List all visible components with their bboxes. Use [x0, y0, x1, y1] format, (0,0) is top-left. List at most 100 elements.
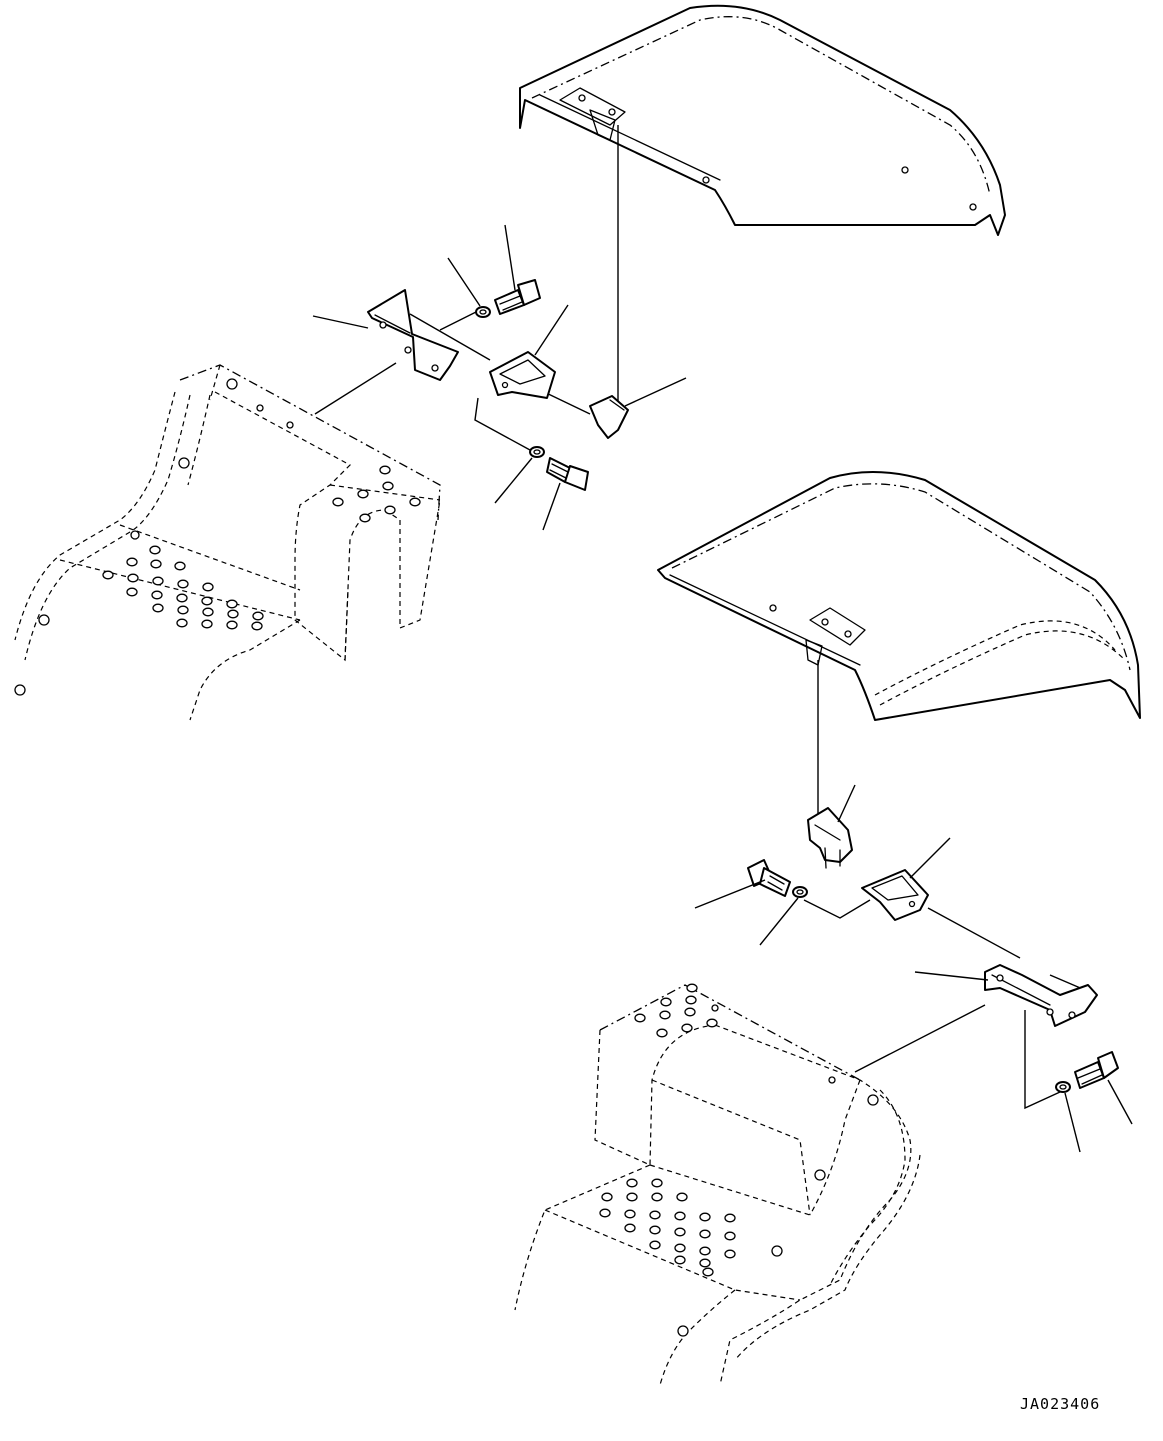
tread-hole [177, 579, 189, 589]
tread-hole [409, 497, 421, 507]
tread-hole [226, 620, 238, 630]
tread-hole [127, 573, 139, 583]
leader-line [504, 224, 516, 291]
tread-hole [252, 611, 264, 621]
tread-hole [674, 1227, 686, 1237]
tread-hole [651, 1178, 663, 1188]
upper-bracket [367, 289, 459, 381]
tread-hole [102, 570, 114, 580]
tread-hole [152, 576, 164, 586]
lower-bracket [984, 964, 1098, 1027]
tread-hole [177, 605, 189, 615]
upper-step-tread-holes [102, 465, 421, 631]
lower-catch [807, 807, 853, 869]
lower-cover [657, 471, 1141, 721]
tread-hole [150, 559, 162, 569]
tread-hole [649, 1225, 661, 1235]
leader-line [914, 971, 989, 981]
tread-hole [699, 1212, 711, 1222]
tread-hole [599, 1208, 611, 1218]
tread-hole [227, 609, 239, 619]
tread-hole [699, 1246, 711, 1256]
lower-step-tread-holes [599, 983, 736, 1277]
tread-hole [699, 1258, 711, 1268]
tread-hole [649, 1240, 661, 1250]
tread-hole [174, 561, 186, 571]
tread-hole [201, 596, 213, 606]
leader-line [494, 457, 533, 504]
tread-hole [724, 1231, 736, 1241]
tread-hole [651, 1192, 663, 1202]
leader-line [909, 837, 951, 879]
lower-bolt-right [1074, 1051, 1119, 1089]
tread-hole [384, 505, 396, 515]
tread-hole [226, 599, 238, 609]
tread-hole [202, 607, 214, 617]
upper-bolt-bottom [546, 457, 589, 491]
tread-hole [649, 1210, 661, 1220]
lower-step-body [514, 984, 921, 1386]
lower-washer-right [1055, 1081, 1071, 1093]
tread-hole [681, 1023, 693, 1033]
leader-line [1107, 1079, 1133, 1125]
leader-line [624, 377, 687, 407]
tread-hole [634, 1013, 646, 1023]
lower-bolt-left [747, 859, 791, 897]
tread-hole [724, 1249, 736, 1259]
tread-hole [660, 997, 672, 1007]
leader-line [542, 482, 561, 531]
tread-hole [674, 1255, 686, 1265]
upper-latch-plate [489, 351, 556, 399]
tread-hole [176, 618, 188, 628]
tread-hole [201, 619, 213, 629]
leader-line [759, 897, 799, 946]
tread-hole [382, 481, 394, 491]
leader-line [534, 304, 569, 356]
lower-washer-left [792, 886, 808, 898]
tread-hole [601, 1192, 613, 1202]
tread-hole [251, 621, 263, 631]
tread-hole [151, 590, 163, 600]
tread-hole [332, 497, 344, 507]
tread-hole [656, 1028, 668, 1038]
tread-hole [357, 489, 369, 499]
tread-hole [724, 1213, 736, 1223]
tread-hole [699, 1229, 711, 1239]
leader-line [312, 315, 369, 329]
tread-hole [149, 545, 161, 555]
tread-hole [674, 1211, 686, 1221]
tread-hole [624, 1223, 636, 1233]
assembly-line [474, 397, 531, 451]
assembly-line [854, 1004, 986, 1073]
tread-hole [686, 983, 698, 993]
upper-washer-bottom [529, 446, 545, 458]
upper-bolt-top [494, 279, 541, 315]
tread-hole [176, 593, 188, 603]
tread-hole [379, 465, 391, 475]
assembly-line [409, 313, 491, 361]
upper-step-body [14, 364, 441, 721]
tread-hole [152, 603, 164, 613]
tread-hole [706, 1018, 718, 1028]
drawing-code: JA023406 [1020, 1395, 1101, 1413]
upper-cover [519, 4, 1006, 236]
tread-hole [674, 1243, 686, 1253]
tread-hole [702, 1267, 714, 1277]
assembly-line [927, 907, 1021, 959]
leader-line [1064, 1092, 1081, 1153]
tread-hole [624, 1209, 636, 1219]
tread-hole [359, 513, 371, 523]
leader-line [837, 784, 856, 823]
tread-hole [676, 1192, 688, 1202]
upper-washer-top [475, 306, 491, 318]
tread-hole [126, 557, 138, 567]
assembly-line [439, 309, 481, 331]
tread-hole [626, 1178, 638, 1188]
tread-hole [626, 1192, 638, 1202]
assembly-line [1024, 1010, 1061, 1110]
assembly-line [803, 899, 871, 919]
leader-line [694, 879, 766, 909]
tread-hole [659, 1010, 671, 1020]
leader-line [447, 257, 481, 307]
